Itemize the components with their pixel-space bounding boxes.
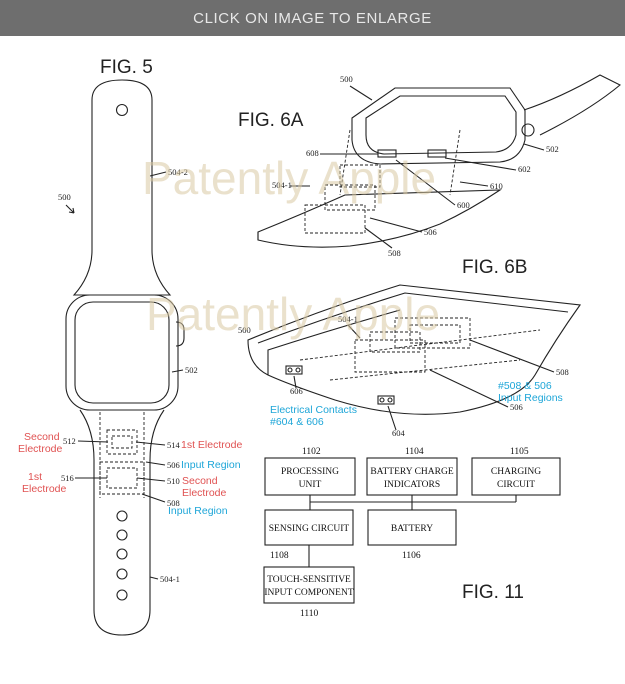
battery-box [367, 509, 457, 546]
label-contacts-1: Electrical Contacts [270, 404, 357, 416]
ref6a-506: 506 [424, 227, 437, 237]
ref-504-2: 504-2 [168, 167, 188, 177]
label-regions-1: #508 & 506 [498, 380, 552, 392]
label-contacts-2: #604 & 606 [270, 416, 324, 428]
ref6a-610: 610 [490, 181, 503, 191]
ref-508: 508 [167, 498, 180, 508]
processing-text-2: UNIT [299, 480, 322, 490]
touch-text-1: TOUCH-SENSITIVE [267, 575, 351, 585]
ref-516: 516 [61, 473, 74, 483]
ref-1105: 1105 [510, 447, 529, 457]
fig6b-drawing: FIG. 6B 500 504-1 508 506 606 604 #508 &… [238, 257, 581, 438]
fig5-title: FIG. 5 [100, 57, 153, 78]
fig5-watch-drawing: FIG. 5 500 504-2 502 512 514 506 [18, 57, 242, 636]
ref-1110: 1110 [300, 609, 319, 619]
ref6b-504-1: 504-1 [338, 314, 358, 324]
crown [175, 321, 185, 347]
fig11-block-diagram: 1102 PROCESSING UNIT 1104 BATTERY CHARGE… [263, 447, 561, 619]
ref6a-502: 502 [546, 144, 559, 154]
ref-1104: 1104 [405, 447, 424, 457]
label-first-electrode-left-1: 1st [28, 471, 42, 483]
ref-512: 512 [63, 436, 76, 446]
battery-charge-text-2: INDICATORS [384, 480, 440, 490]
ref-500: 500 [58, 192, 71, 202]
ref6b-508: 508 [556, 367, 569, 377]
ref6a-602: 602 [518, 164, 531, 174]
ref6b-506: 506 [510, 402, 523, 412]
top-banner[interactable]: CLICK ON IMAGE TO ENLARGE [0, 0, 625, 36]
ref6a-600: 600 [457, 200, 470, 210]
ref6b-606: 606 [290, 386, 303, 396]
ref6b-500: 500 [238, 325, 251, 335]
label-regions-2: Input Regions [498, 392, 563, 404]
fig11-title: FIG. 11 [462, 582, 524, 603]
patent-figures: FIG. 5 500 504-2 502 512 514 506 [18, 57, 621, 636]
watch-case [65, 294, 179, 411]
ref6a-608: 608 [306, 148, 319, 158]
battery-charge-text-1: BATTERY CHARGE [370, 467, 454, 477]
ref-1106: 1106 [402, 551, 421, 561]
label-second-electrode-right-2: Electrode [182, 487, 227, 499]
ref-510: 510 [167, 476, 180, 486]
ref6a-504-1: 504-1 [272, 180, 292, 190]
watermark-2: Patently Apple [146, 288, 440, 340]
label-first-electrode-right: 1st Electrode [181, 439, 242, 451]
ref-1108: 1108 [270, 551, 289, 561]
label-input-region-2: Input Region [168, 505, 228, 517]
ref6a-508: 508 [388, 248, 401, 258]
label-second-electrode-right-1: Second [182, 475, 218, 487]
ref-514: 514 [167, 440, 181, 450]
ref-502: 502 [185, 365, 198, 375]
label-second-electrode-left-1: Second [24, 431, 60, 443]
ref6a-500: 500 [340, 74, 353, 84]
region-512 [106, 429, 138, 455]
fig6b-title: FIG. 6B [462, 257, 527, 278]
banner-text: CLICK ON IMAGE TO ENLARGE [193, 9, 432, 27]
ref6b-604: 604 [392, 428, 406, 438]
charging-text-1: CHARGING [491, 467, 541, 477]
fig6a-drawing: FIG. 6A 500 608 504-1 502 602 610 600 50… [238, 74, 621, 258]
processing-text-1: PROCESSING [281, 467, 339, 477]
battery-text: BATTERY [391, 524, 433, 534]
ref-504-1: 504-1 [160, 574, 180, 584]
watch-screen [74, 301, 170, 404]
ref-1102: 1102 [302, 447, 321, 457]
charging-text-2: CIRCUIT [497, 480, 535, 490]
sensing-text: SENSING CIRCUIT [269, 524, 350, 534]
fig6a-watch-body [351, 87, 526, 165]
label-first-electrode-left-2: Electrode [22, 483, 67, 495]
watermark-1: Patently Apple [142, 152, 436, 204]
touch-text-2: INPUT COMPONENT [264, 588, 353, 598]
band-hole [115, 103, 129, 117]
label-input-region-1: Input Region [181, 459, 241, 471]
fig6a-title: FIG. 6A [238, 110, 304, 131]
label-second-electrode-left-2: Electrode [18, 443, 63, 455]
ref-506: 506 [167, 460, 180, 470]
touch-input-box [263, 566, 355, 604]
